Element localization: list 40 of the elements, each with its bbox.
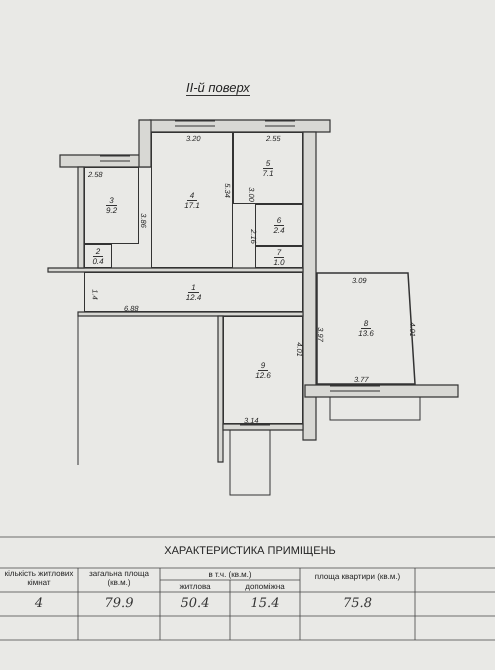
table-value-cell-text: 50.4 (180, 595, 210, 613)
room-outline (84, 272, 303, 312)
room-number: 7 (274, 248, 284, 258)
room-outline (84, 167, 139, 244)
table-header-cell-text: площа квартири (кв.м.) (314, 572, 402, 581)
room-area: 1.0 (273, 258, 285, 266)
room-area: 17.1 (184, 200, 200, 210)
room-area: 0.4 (92, 256, 104, 266)
room-area: 13.6 (358, 329, 374, 338)
room-outline (255, 246, 303, 268)
room-outline (255, 204, 303, 246)
room-area: 2.4 (273, 226, 285, 234)
table-header-cell-text: житлова (178, 582, 212, 591)
table-header-cell-text: допоміжна (244, 582, 286, 591)
room-outline (316, 272, 416, 385)
room-number: 8 (360, 319, 372, 329)
room-outline (151, 132, 233, 268)
floor-title: ІІ-й поверх (186, 80, 250, 96)
room-number: 2 (92, 246, 104, 256)
table-header-cell-text: кількість житлових кімнат (4, 569, 74, 587)
room-number: 1 (188, 282, 199, 292)
room-number: 5 (262, 158, 274, 168)
room-number: 4 (186, 190, 198, 200)
room-outline (223, 316, 303, 424)
room-area: 7.1 (262, 168, 274, 178)
room-number: 6 (274, 216, 284, 226)
room-outline (233, 132, 303, 204)
room-area: 9.2 (106, 206, 118, 215)
room-outline (84, 244, 112, 268)
table-value-cell-text: 79.9 (104, 595, 134, 613)
table-heading: ХАРАКТЕРИСТИКА ПРИМІЩЕНЬ (163, 545, 337, 558)
table-header-cell-text: в т.ч. (кв.м.) (207, 570, 253, 579)
room-area: 12.4 (186, 292, 202, 302)
table-value-cell-text: 15.4 (250, 595, 280, 613)
table-value-cell-text: 75.8 (342, 595, 373, 613)
room-number: 9 (258, 360, 268, 370)
room-number: 3 (106, 196, 117, 206)
room-area: 12.6 (255, 370, 271, 380)
table-value-cell-text: 4 (34, 595, 44, 613)
table-header-cell-text: загальна площа (кв.м.) (88, 569, 150, 587)
